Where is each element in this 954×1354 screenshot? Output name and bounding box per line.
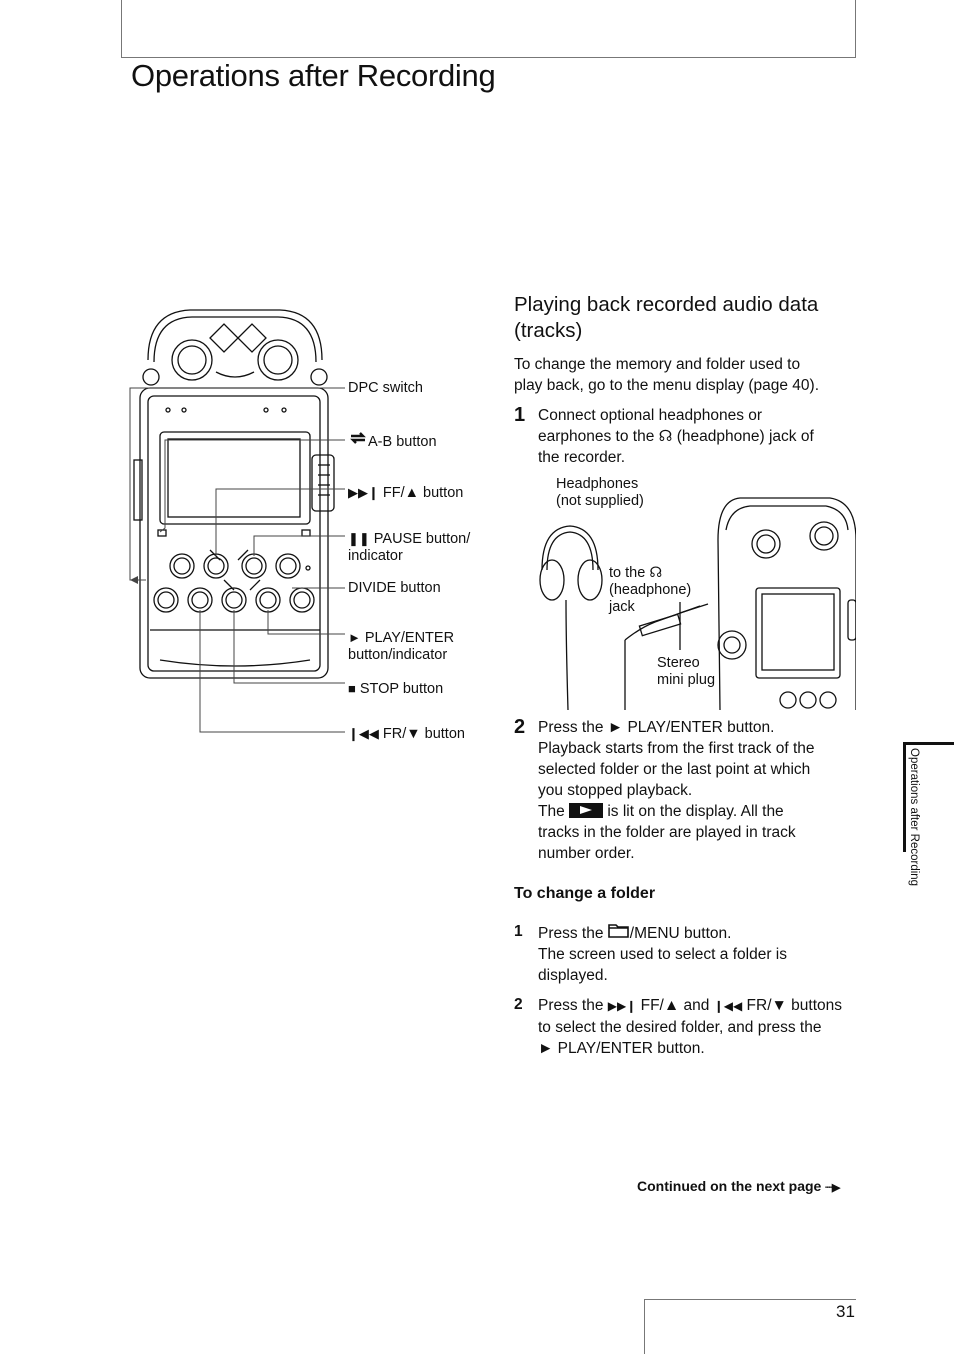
- fig-jack-2: (headphone): [609, 582, 692, 598]
- fig-jack-1: to the: [609, 565, 646, 581]
- step-1-text: Connect optional headphones or earphones…: [538, 405, 858, 468]
- header-frame: [121, 0, 856, 58]
- arrow-right-icon: ┈▶: [825, 1182, 841, 1194]
- play-icon: ►: [538, 1040, 554, 1057]
- side-tab-label: Operations after Recording: [908, 748, 920, 887]
- step1-line2a: earphones to the: [538, 428, 655, 445]
- jack-label: to the ☊ (headphone) jack: [609, 565, 691, 616]
- fr-icon: ❙◀◀: [713, 999, 743, 1013]
- play-icon: ►: [348, 630, 361, 645]
- stop-button-label: ■STOP button: [348, 680, 443, 698]
- pause-text-1: PAUSE button/: [373, 531, 471, 547]
- sub2-line1c: FR/▼ buttons: [746, 997, 842, 1014]
- step2-line3: selected folder or the last point at whi…: [538, 761, 811, 778]
- fr-icon: ❙◀◀: [348, 726, 379, 741]
- substep-2-number: 2: [514, 996, 523, 1013]
- sub2-line2: to select the desired folder, and press …: [538, 1019, 822, 1036]
- sub2-line1a: Press the: [538, 997, 604, 1014]
- page-title: Operations after Recording: [131, 58, 496, 93]
- fig-plug-2: mini plug: [657, 672, 716, 688]
- intro-line1: To change the memory and folder used to: [514, 356, 801, 373]
- fig-headphones-2: (not supplied): [556, 493, 644, 509]
- sub2-line1b: FF/▲ and: [640, 997, 710, 1014]
- ff-icon: ▶▶❙: [607, 999, 637, 1013]
- ff-button-text: FF/▲ button: [382, 485, 464, 501]
- step2-line1b: PLAY/ENTER button.: [627, 719, 775, 736]
- fig-headphones-1: Headphones: [556, 476, 639, 492]
- step2-line1a: Press the: [538, 719, 604, 736]
- substep-2-text: Press the ▶▶❙ FF/▲ and ❙◀◀ FR/▼ buttons …: [538, 995, 858, 1059]
- dpc-switch-label: DPC switch: [348, 380, 423, 396]
- ab-button-label: A-B button: [348, 430, 437, 451]
- section-title: Playing back recorded audio data (tracks…: [514, 292, 864, 344]
- sub1-line1a: Press the: [538, 925, 604, 942]
- headphone-icon: ☊: [658, 428, 673, 445]
- stop-icon: ■: [348, 681, 356, 696]
- section-title-line1: Playing back recorded audio data: [514, 293, 819, 316]
- folder-icon: [607, 924, 630, 942]
- pause-button-label: ❚❚PAUSE button/ indicator: [348, 530, 470, 565]
- stop-text: STOP button: [359, 681, 444, 697]
- play-text-2: button/indicator: [348, 647, 448, 663]
- headphones-label: Headphones (not supplied): [556, 476, 644, 510]
- change-folder-heading: To change a folder: [514, 885, 656, 902]
- section-intro: To change the memory and folder used to …: [514, 354, 864, 396]
- step2-line5b: is lit on the display. All the: [607, 803, 784, 820]
- step1-line3: the recorder.: [538, 449, 626, 466]
- ff-button-label: ▶▶❙FF/▲ button: [348, 484, 463, 502]
- page-number: 31: [836, 1302, 855, 1321]
- fig-jack-3: jack: [609, 599, 635, 615]
- step1-line1: Connect optional headphones or: [538, 407, 763, 424]
- fr-text: FR/▼ button: [382, 726, 465, 742]
- step-2-number: 2: [514, 716, 526, 738]
- continued-note: Continued on the next page ┈▶: [637, 1178, 840, 1194]
- step2-line5a: The: [538, 803, 565, 820]
- step-2-text: Press the ► PLAY/ENTER button. Playback …: [538, 717, 858, 864]
- recorder-front-diagram: [129, 309, 345, 733]
- continued-text: Continued on the next page: [637, 1178, 822, 1194]
- play-button-label: ►PLAY/ENTER button/indicator: [348, 629, 454, 664]
- sub2-line3: PLAY/ENTER button.: [557, 1040, 705, 1057]
- ab-button-text: A-B button: [368, 434, 437, 450]
- step2-line7: number order.: [538, 845, 635, 862]
- ab-repeat-icon: [348, 432, 368, 450]
- play-icon: ►: [607, 719, 624, 736]
- step2-line6: tracks in the folder are played in track: [538, 824, 796, 841]
- substep-1-text: Press the /MENU button. The screen used …: [538, 922, 858, 986]
- pause-icon: ❚❚: [348, 531, 370, 546]
- step-1-number: 1: [514, 404, 526, 426]
- section-title-line2: (tracks): [514, 319, 583, 342]
- step1-line2b: (headphone) jack of: [676, 428, 814, 445]
- headphones-connection-figure: [539, 497, 856, 710]
- pause-text-2: indicator: [348, 548, 403, 564]
- side-tab: [903, 742, 954, 852]
- sub1-line2: The screen used to select a folder is: [538, 946, 787, 963]
- step2-line2: Playback starts from the first track of …: [538, 740, 815, 757]
- divide-button-label: DIVIDE button: [348, 580, 441, 596]
- substep-1-number: 1: [514, 923, 523, 940]
- step2-line4: you stopped playback.: [538, 782, 693, 799]
- intro-line2: play back, go to the menu display (page …: [514, 377, 820, 394]
- play-text-1: PLAY/ENTER: [364, 630, 455, 646]
- footer-frame: [644, 1299, 856, 1354]
- fig-plug-1: Stereo: [657, 655, 700, 671]
- plug-label: Stereo mini plug: [657, 655, 715, 689]
- ff-icon: ▶▶❙: [348, 485, 379, 500]
- play-display-icon: [569, 803, 604, 818]
- sub1-line1b: /MENU button.: [629, 925, 732, 942]
- headphone-icon: ☊: [649, 565, 663, 581]
- fr-button-label: ❙◀◀FR/▼ button: [348, 725, 465, 743]
- sub1-line3: displayed.: [538, 967, 608, 984]
